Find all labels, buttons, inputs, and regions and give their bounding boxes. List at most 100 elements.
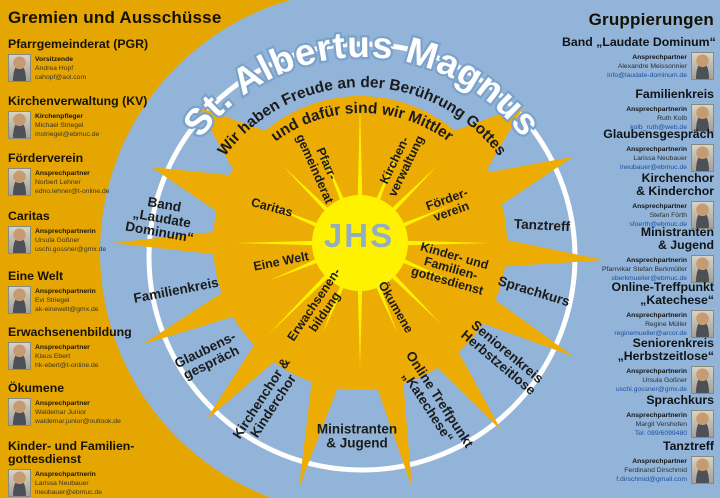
gremien-title: Gremien und Ausschüsse <box>8 8 222 27</box>
group-heading: Glaubensgespräch <box>562 128 714 141</box>
gold-ray <box>112 231 223 255</box>
group-heading-line: Seniorenkreis <box>632 336 714 350</box>
contact-role: Ansprechpartner <box>632 202 687 210</box>
contact-link: ak-einewelt@gmx.de <box>35 306 99 314</box>
group-heading-line: Ökumene <box>8 381 65 395</box>
gold-ray <box>474 294 574 357</box>
contact-link[interactable]: info@laudate-dominum.de <box>607 72 687 80</box>
contact-photo <box>691 455 714 484</box>
contact-photo <box>8 468 31 497</box>
contact-name: Andrea Hopf <box>35 65 74 73</box>
wheel-label-blue-4: Ministranten& Jugend <box>317 422 397 451</box>
contact-photo <box>691 143 714 172</box>
contact-photo <box>8 341 31 370</box>
contact-photo <box>691 254 714 283</box>
contact-entry-right-5: Online-Treffpunkt„Katechese“Ansprechpart… <box>562 281 714 338</box>
contact-name: Stefan Förth <box>649 211 687 219</box>
contact-link: uschi.gossner@gmx.de <box>35 246 107 254</box>
contact-photo <box>8 167 31 196</box>
contact-role: Ansprechpartnerin <box>35 227 96 235</box>
gold-ray <box>445 104 525 179</box>
group-heading: Eine Welt <box>8 270 198 283</box>
group-heading: Band „Laudate Dominum“ <box>562 36 716 49</box>
contact-link[interactable]: sfoerth@ebmuc.de <box>629 221 687 229</box>
contact-link[interactable]: Tel: 089/6099480 <box>634 430 687 438</box>
sun-core <box>312 195 408 291</box>
gold-ray <box>299 372 341 488</box>
sun-ray <box>389 240 490 246</box>
contact-link: lneubauer@ebmuc.de <box>35 489 102 497</box>
contact-role: Ansprechpartnerin <box>35 470 96 478</box>
gold-ray <box>374 374 412 488</box>
contact-link: mstriegel@ebmuc.de <box>35 131 100 139</box>
contact-role: Ansprechpartner <box>35 343 90 351</box>
group-heading-line: & Jugend <box>657 237 714 252</box>
contact-name: Alexandre Meissonnier <box>617 63 687 71</box>
contact-name: Waldemar Junior <box>35 409 87 417</box>
contact-role: Ansprechpartnerin <box>626 311 687 319</box>
group-heading: Ministranten& Jugend <box>562 226 714 252</box>
contact-role: Ansprechpartnerin <box>626 367 687 375</box>
contact-link: edno.lehner@t-online.de <box>35 188 110 196</box>
contact-photo <box>8 53 31 82</box>
contact-name: Klaus Ebert <box>35 353 71 361</box>
sun-ray <box>379 262 442 325</box>
group-heading: Familienkreis <box>562 88 714 101</box>
contact-name: Pfarrvikar Stefan Berkmüller <box>602 265 687 273</box>
contact-link: waldemar.junior@outlook.de <box>35 418 121 426</box>
group-heading-line: gottesdienst <box>8 451 82 466</box>
contact-photo <box>691 309 714 338</box>
group-heading-line: Glaubensgespräch <box>603 127 714 141</box>
group-heading-line: Erwachsenenbildung <box>8 325 132 339</box>
contact-role: Ansprechpartner <box>632 53 687 61</box>
contact-link[interactable]: reginemueller@arcor.de <box>614 330 687 338</box>
contact-role: Ansprechpartnerin <box>626 256 687 264</box>
contact-link: cahopf@aol.com <box>35 74 87 82</box>
group-heading-line: Kirchenchor <box>641 171 714 185</box>
group-heading-line: Kirchenverwaltung (KV) <box>8 94 148 108</box>
contact-name: Evi Striegel <box>35 297 70 305</box>
contact-link[interactable]: kolb_ruth@web.de <box>630 124 687 132</box>
contact-name: Michael Striegel <box>35 122 84 130</box>
contact-photo <box>8 397 31 426</box>
gold-ray <box>495 238 605 267</box>
contact-role: Ansprechpartner <box>632 457 687 465</box>
group-heading-line: Online-Treffpunkt <box>611 280 714 294</box>
svg-text:Ministranten& Jugend: Ministranten& Jugend <box>317 422 397 451</box>
gold-ray <box>151 167 240 217</box>
group-heading-line: Tanztreff <box>662 439 714 453</box>
contact-name: Ursula Goßner <box>642 376 687 384</box>
jhs-monogram: JHS <box>324 217 394 254</box>
contact-role: Ansprechpartner <box>35 169 90 177</box>
contact-name: Ferdinand Dirschmid <box>624 467 687 475</box>
contact-role: Ansprechpartner <box>35 399 90 407</box>
contact-link: hk-ebert@t-online.de <box>35 362 99 370</box>
group-heading: Pfarrgemeinderat (PGR) <box>8 38 198 51</box>
group-heading: Förderverein <box>8 152 198 165</box>
group-heading: Kirchenchor& Kinderchor <box>562 172 714 198</box>
gold-ray <box>479 156 574 210</box>
gruppierungen-title: Gruppierungen <box>588 10 714 29</box>
contact-link[interactable]: sberkmueller@ebmuc.de <box>611 275 687 283</box>
group-heading-line: Eine Welt <box>8 269 64 283</box>
group-heading: Seniorenkreis„Herbstzeitlose“ <box>562 337 714 363</box>
contact-photo <box>8 225 31 254</box>
contact-link[interactable]: uschi.gossner@gmx.de <box>615 386 687 394</box>
contact-link[interactable]: f.dirschmid@gmail.com <box>616 476 687 484</box>
contact-role: Ansprechpartnerin <box>35 287 96 295</box>
contact-photo <box>691 200 714 229</box>
gold-ray <box>205 337 281 421</box>
contact-link[interactable]: lneubauer@ebmuc.de <box>620 164 687 172</box>
group-heading-line: Sprachkurs <box>646 393 714 407</box>
sidebar-gruppierungen: Gruppierungen Band „Laudate Dominum“ Ansp… <box>562 0 716 498</box>
